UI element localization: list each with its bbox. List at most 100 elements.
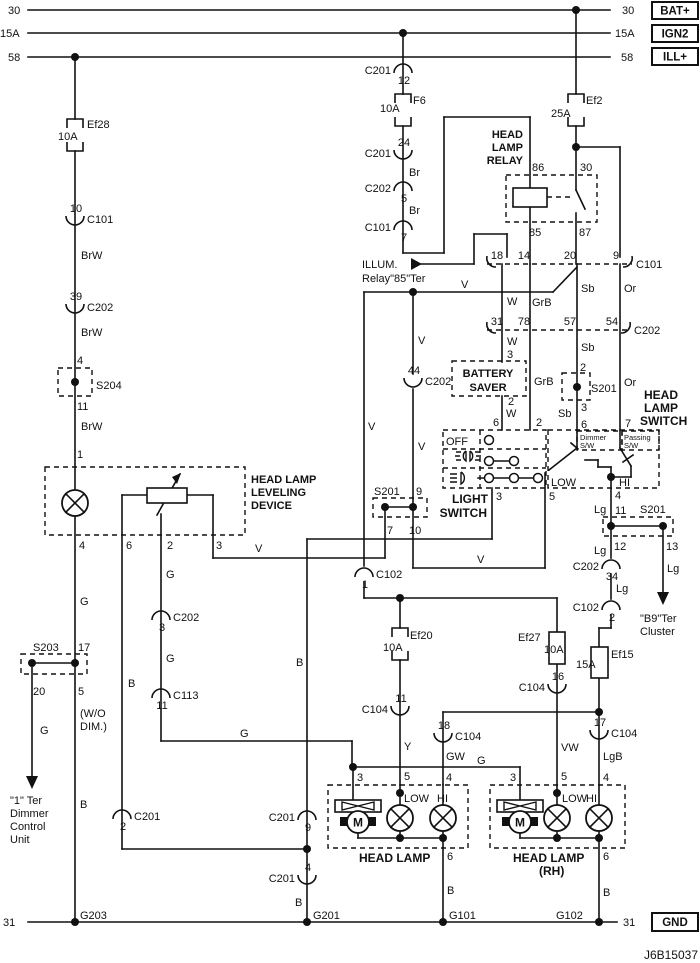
junction-dot xyxy=(595,834,603,842)
junction-dot xyxy=(303,918,311,926)
connector-pin: 3 xyxy=(159,622,165,634)
motor-letter: M xyxy=(353,816,363,830)
label: 2 xyxy=(508,396,514,408)
fuse-symbol xyxy=(66,118,84,128)
label: G201 xyxy=(313,910,340,922)
connector-name: C104 xyxy=(611,728,637,740)
illum-ref-arrow xyxy=(411,258,422,270)
label: LAMP xyxy=(492,142,523,154)
label: 30 xyxy=(8,5,20,17)
label: 4 xyxy=(615,490,621,502)
label: Dimmer xyxy=(10,808,49,820)
label: 7 xyxy=(387,525,393,537)
label: V xyxy=(418,441,426,453)
label: G203 xyxy=(80,910,107,922)
terminal-box-ILL+ xyxy=(651,47,699,66)
label: 5 xyxy=(561,771,567,783)
label: Control xyxy=(10,821,45,833)
label: V xyxy=(477,554,485,566)
label: Ef20 xyxy=(410,630,433,642)
switch-contact xyxy=(508,472,520,484)
bulb-cross xyxy=(389,807,411,829)
row-end-arc xyxy=(485,321,497,334)
label: Ef2 xyxy=(586,95,603,107)
label: 85 xyxy=(529,227,541,239)
label: 9 xyxy=(416,486,422,498)
label: GrB xyxy=(532,297,552,309)
label: HI xyxy=(619,477,630,489)
junction-dot xyxy=(553,834,561,842)
label: Ef28 xyxy=(87,119,110,131)
label: 12 xyxy=(614,541,626,553)
junction-dot xyxy=(572,143,580,151)
connector-arc-C102-2 xyxy=(601,600,621,611)
component-dashed-box xyxy=(327,784,469,849)
junction-dot xyxy=(573,383,581,391)
junction-dot xyxy=(71,53,79,61)
leveling-motor-icon-lh xyxy=(341,801,375,811)
label: S203 xyxy=(33,642,59,654)
label: 6 xyxy=(493,417,499,429)
label: BATTERY xyxy=(463,368,514,380)
label: BrW xyxy=(81,327,103,339)
junction-dot xyxy=(28,659,36,667)
fuse-symbol xyxy=(567,117,585,127)
label: 30 xyxy=(622,5,634,17)
label: S201 xyxy=(640,504,666,516)
component-dashed-box xyxy=(372,497,428,518)
label: LgB xyxy=(603,751,623,763)
label: HEAD xyxy=(644,388,678,402)
motor-brush xyxy=(502,817,509,826)
connector-name: C201 xyxy=(269,812,295,824)
fuse-symbol xyxy=(394,117,412,127)
label: Y xyxy=(404,741,412,753)
label: 6 xyxy=(126,540,132,552)
label: 13 xyxy=(666,541,678,553)
motor-brush xyxy=(340,817,347,826)
label: HI xyxy=(586,793,597,805)
terminal-box-GND xyxy=(651,912,699,932)
connector-name: C113 xyxy=(173,690,198,702)
label: Lg xyxy=(594,545,606,557)
fuse-symbol xyxy=(394,93,412,103)
label: LOW xyxy=(551,477,577,489)
label: Unit xyxy=(10,834,30,846)
label: BrW xyxy=(81,250,103,262)
label: J6B15037 xyxy=(644,948,698,962)
label: 3 xyxy=(216,540,222,552)
switch-contact xyxy=(532,472,544,484)
connector-arc-C201-12 xyxy=(393,63,413,74)
connector-name: C101 xyxy=(87,214,113,226)
label: B xyxy=(447,885,454,897)
component-dashed-box xyxy=(44,466,246,536)
component-dashed-box xyxy=(442,429,547,489)
label: V xyxy=(418,335,426,347)
junction-dot xyxy=(553,789,561,797)
label: 15A xyxy=(576,659,596,671)
connector-arc-C202-44 xyxy=(403,377,423,388)
switch-contact xyxy=(483,455,495,467)
junction-dot xyxy=(71,918,79,926)
component-dashed-box xyxy=(489,784,626,849)
label: G xyxy=(240,728,249,740)
label: S201 xyxy=(591,383,617,395)
label: 1 xyxy=(77,449,83,461)
connector-arc-C202-34 xyxy=(601,559,621,570)
connector-arc-C104-17 xyxy=(589,729,609,740)
junction-dot xyxy=(607,473,615,481)
component-box xyxy=(548,631,566,665)
label: 10A xyxy=(383,642,403,654)
label: Sb xyxy=(558,408,571,420)
label: 87 xyxy=(579,227,591,239)
connector-name: C202 xyxy=(87,302,113,314)
connector-name: C104 xyxy=(519,682,545,694)
component-box xyxy=(146,487,188,504)
label: RELAY xyxy=(487,155,524,167)
connector-arc-C104-18 xyxy=(433,732,453,743)
label: SAVER xyxy=(469,382,506,394)
label: Sb xyxy=(581,283,594,295)
label: 5 xyxy=(404,771,410,783)
label: 2 xyxy=(536,417,542,429)
row-pin: 57 xyxy=(564,316,576,328)
